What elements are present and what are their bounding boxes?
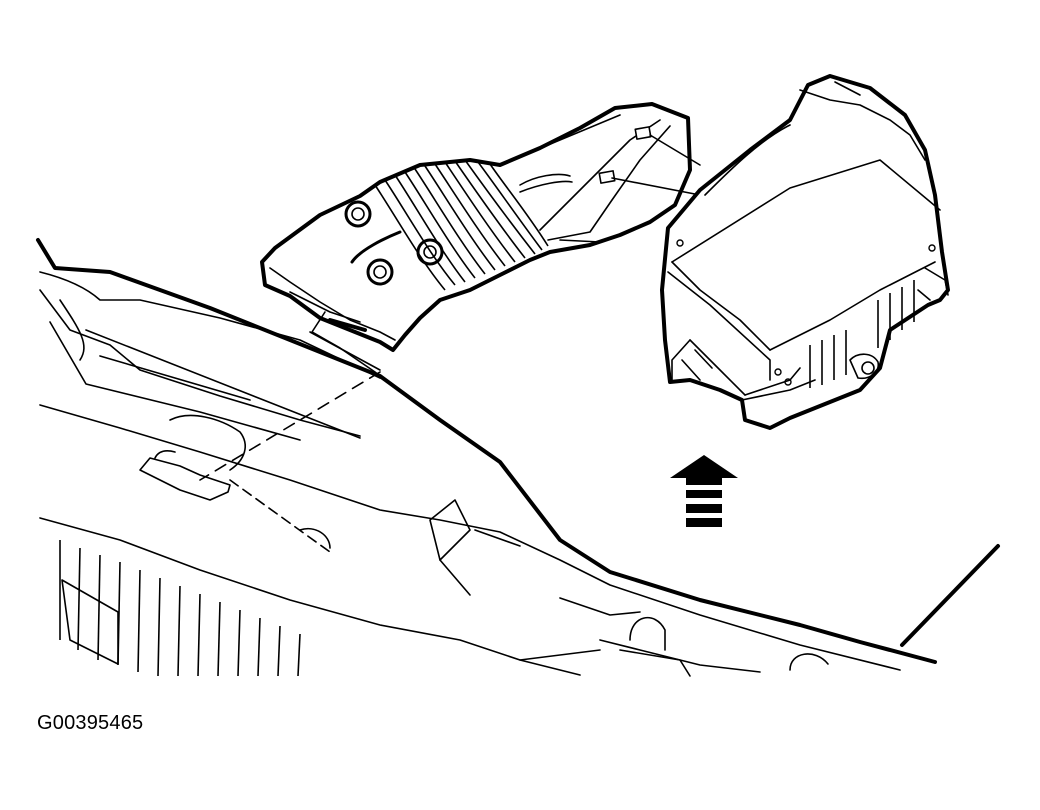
bolt-icon xyxy=(344,200,372,228)
bolt-icon xyxy=(366,258,394,286)
engine-bay-panel xyxy=(36,238,1000,677)
air-intake-duct xyxy=(260,102,701,377)
figure-id-label: G00395465 xyxy=(37,712,144,734)
air-filter-housing xyxy=(660,74,950,430)
up-arrow-icon xyxy=(670,455,738,527)
